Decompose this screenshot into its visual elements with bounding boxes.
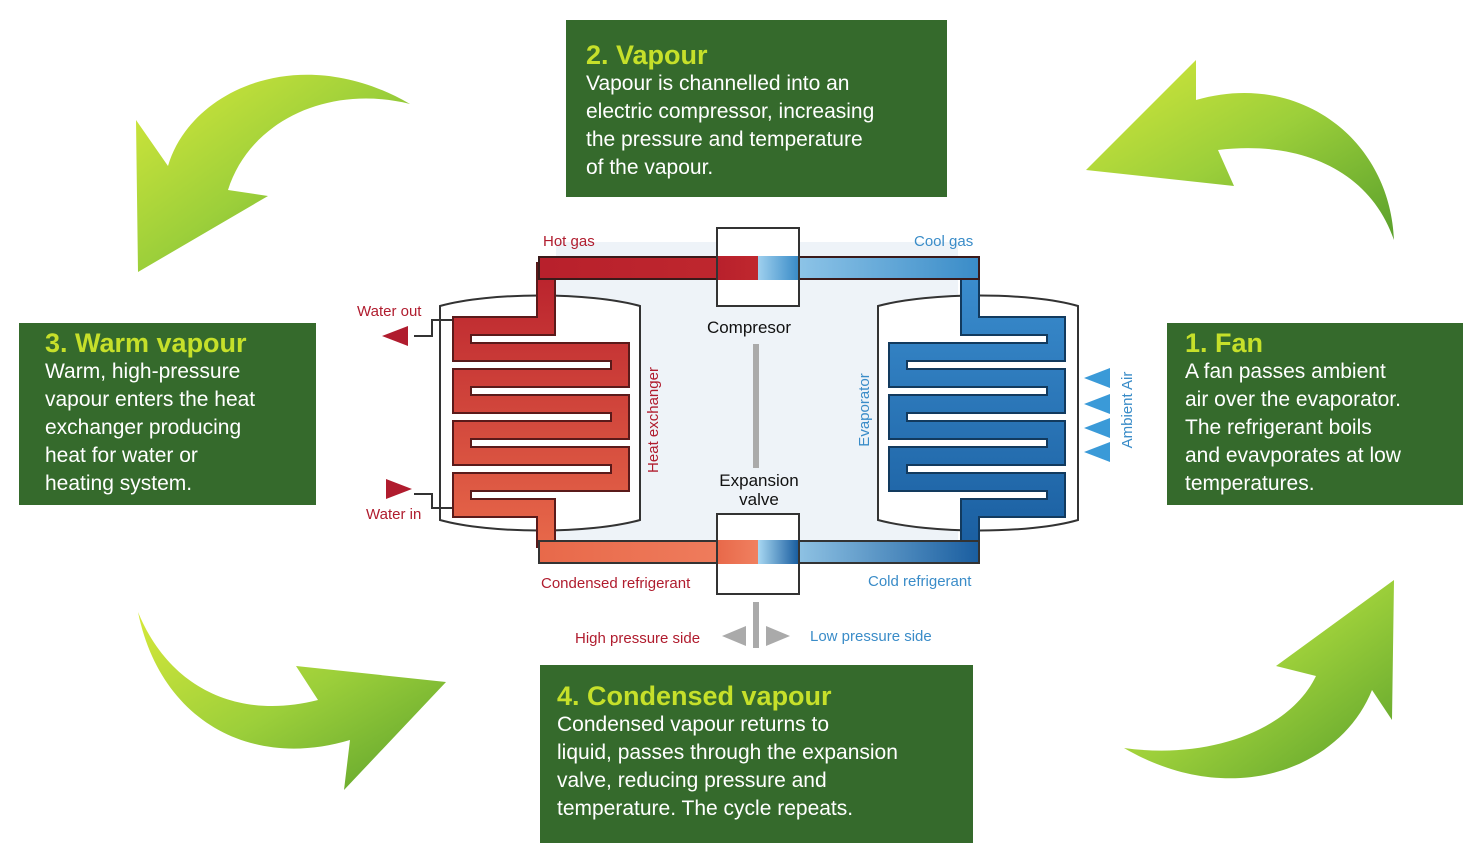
warm-vapour-text-line: heating system. [45, 472, 193, 495]
expansion-valve-label-line1: Expansion [719, 471, 798, 490]
condensed-refrigerant-label: Condensed refrigerant [541, 575, 691, 592]
expansion-valve-pipe-section [718, 540, 798, 564]
warm-vapour-info-box: 3. Warm vapour Warm, high-pressure vapou… [19, 323, 316, 505]
condensed-vapour-info-box: 4. Condensed vapour Condensed vapour ret… [540, 665, 973, 843]
low-pressure-arrow-icon [766, 626, 790, 646]
fan-title: 1. Fan [1185, 328, 1264, 358]
water-out-arrow-icon [382, 326, 408, 346]
vapour-info-box: 2. Vapour Vapour is channelled into an e… [566, 20, 947, 197]
warm-vapour-text-line: exchanger producing [45, 416, 242, 439]
water-in-label: Water in [366, 506, 421, 523]
water-out-label: Water out [357, 303, 422, 320]
triangle-left-icon [1084, 368, 1110, 388]
condensed-vapour-text-line: Condensed vapour returns to [557, 713, 830, 736]
low-pressure-side-label: Low pressure side [810, 628, 932, 645]
fan-info-box: 1. Fan A fan passes ambient air over the… [1167, 323, 1463, 505]
fan-text-line: and evavporates at low [1185, 444, 1401, 467]
curved-arrow-icon-top-right [1086, 60, 1394, 240]
high-pressure-side-label: High pressure side [575, 630, 700, 647]
fan-text-line: The refrigerant boils [1185, 416, 1372, 439]
condensed-vapour-text-line: liquid, passes through the expansion [557, 741, 898, 764]
warm-vapour-title: 3. Warm vapour [45, 328, 247, 358]
warm-vapour-text-line: vapour enters the heat [45, 388, 256, 411]
ambient-air-arrows [1084, 368, 1110, 462]
pressure-divider [753, 602, 759, 648]
cold-refrigerant-label: Cold refrigerant [868, 573, 972, 590]
fan-text-line: A fan passes ambient [1185, 360, 1386, 383]
fan-text-line: temperatures. [1185, 472, 1315, 495]
vapour-text-line: the pressure and temperature [586, 128, 863, 151]
hot-gas-label: Hot gas [543, 233, 595, 250]
condensed-vapour-text-line: valve, reducing pressure and [557, 769, 827, 792]
expansion-valve-label-line2: valve [739, 490, 779, 509]
triangle-left-icon [1084, 418, 1110, 438]
water-in-arrow-icon [386, 479, 412, 499]
heat-exchanger-coil-fill [454, 262, 628, 548]
vapour-text-line: Vapour is channelled into an [586, 72, 850, 95]
triangle-left-icon [1084, 394, 1110, 414]
ambient-air-label: Ambient Air [1119, 372, 1136, 449]
compressor-pipe-section [718, 256, 798, 280]
warm-vapour-text-line: Warm, high-pressure [45, 360, 241, 383]
fan-text-line: air over the evaporator. [1185, 388, 1401, 411]
evaporator-label: Evaporator [856, 373, 873, 446]
warm-vapour-text-line: heat for water or [45, 444, 198, 467]
cool-gas-label: Cool gas [914, 233, 973, 250]
high-pressure-arrow-icon [722, 626, 746, 646]
curved-arrow-icon-bottom-left [138, 612, 446, 790]
water-out-line [414, 319, 452, 337]
condensed-vapour-title: 4. Condensed vapour [557, 681, 832, 711]
vapour-text-line: electric compressor, increasing [586, 100, 875, 123]
triangle-left-icon [1084, 442, 1110, 462]
heat-exchanger-label: Heat exchanger [645, 367, 662, 473]
water-in-line [414, 493, 452, 509]
curved-arrow-icon-top-left [136, 74, 410, 272]
vapour-title: 2. Vapour [586, 40, 708, 70]
vapour-text-line: of the vapour. [586, 156, 714, 179]
compressor-label: Compresor [707, 318, 791, 337]
curved-arrow-icon-bottom-right [1124, 580, 1394, 779]
condensed-vapour-text-line: temperature. The cycle repeats. [557, 797, 854, 820]
evaporator-coil-fill [890, 262, 1064, 548]
center-divider [753, 344, 759, 468]
